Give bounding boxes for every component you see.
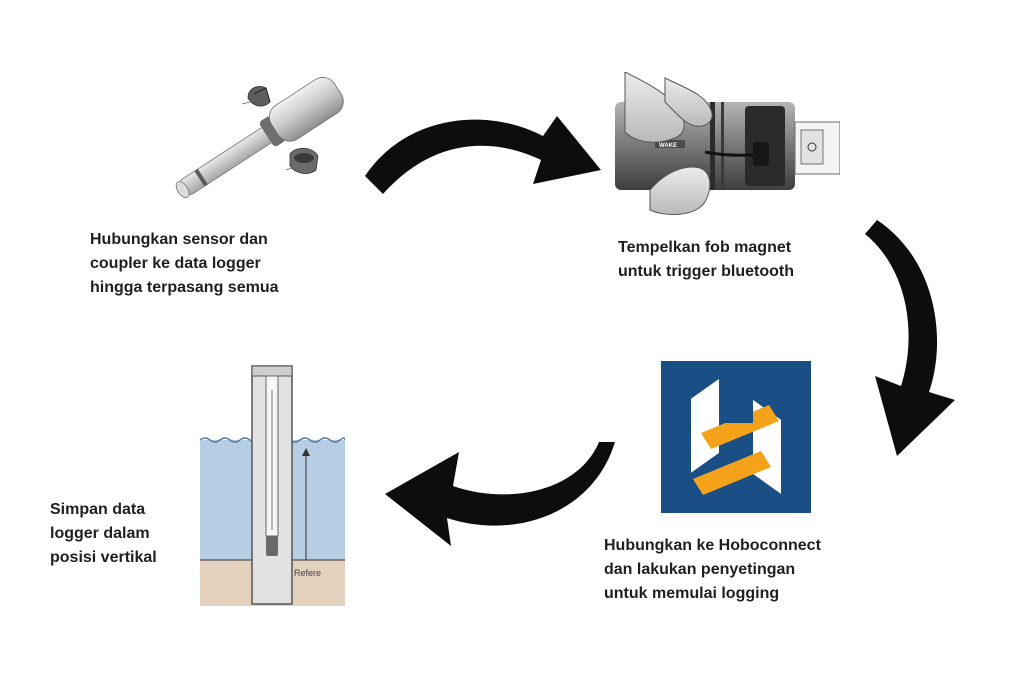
- step-3-line-3: untuk memulai logging: [604, 585, 780, 602]
- step-2-line-1: Tempelkan fob magnet: [618, 239, 792, 256]
- wake-label: WAKE: [659, 143, 677, 149]
- data-logger-sensor-image: [175, 77, 344, 199]
- step-1-line-3: hingga terpasang semua: [90, 279, 279, 296]
- magnet-fob-image: WAKE: [615, 72, 840, 215]
- arrow-step3-to-step4: [385, 442, 615, 546]
- step-4-line-3: posisi vertikal: [50, 549, 157, 566]
- hoboconnect-logo: [661, 361, 811, 513]
- step-1-line-1: Hubungkan sensor dan: [90, 231, 268, 248]
- arrow-step1-to-step2: [365, 116, 601, 194]
- well-installation-image: Refere: [200, 365, 345, 606]
- step-1-text: Hubungkan sensor dan coupler ke data log…: [90, 228, 279, 300]
- arrow-step2-to-step3: [865, 220, 955, 456]
- step-3-text: Hubungkan ke Hoboconnect dan lakukan pen…: [604, 534, 821, 606]
- step-2-line-2: untuk trigger bluetooth: [618, 263, 794, 280]
- step-1-line-2: coupler ke data logger: [90, 255, 261, 272]
- step-2-text: Tempelkan fob magnet untuk trigger bluet…: [618, 236, 794, 284]
- step-4-text: Simpan data logger dalam posisi vertikal: [50, 498, 157, 570]
- step-3-line-2: dan lakukan penyetingan: [604, 561, 796, 578]
- step-4-line-2: logger dalam: [50, 525, 150, 542]
- step-4-line-1: Simpan data: [50, 501, 146, 518]
- step-3-line-1: Hubungkan ke Hoboconnect: [604, 537, 821, 554]
- reference-label: Refere: [294, 568, 321, 578]
